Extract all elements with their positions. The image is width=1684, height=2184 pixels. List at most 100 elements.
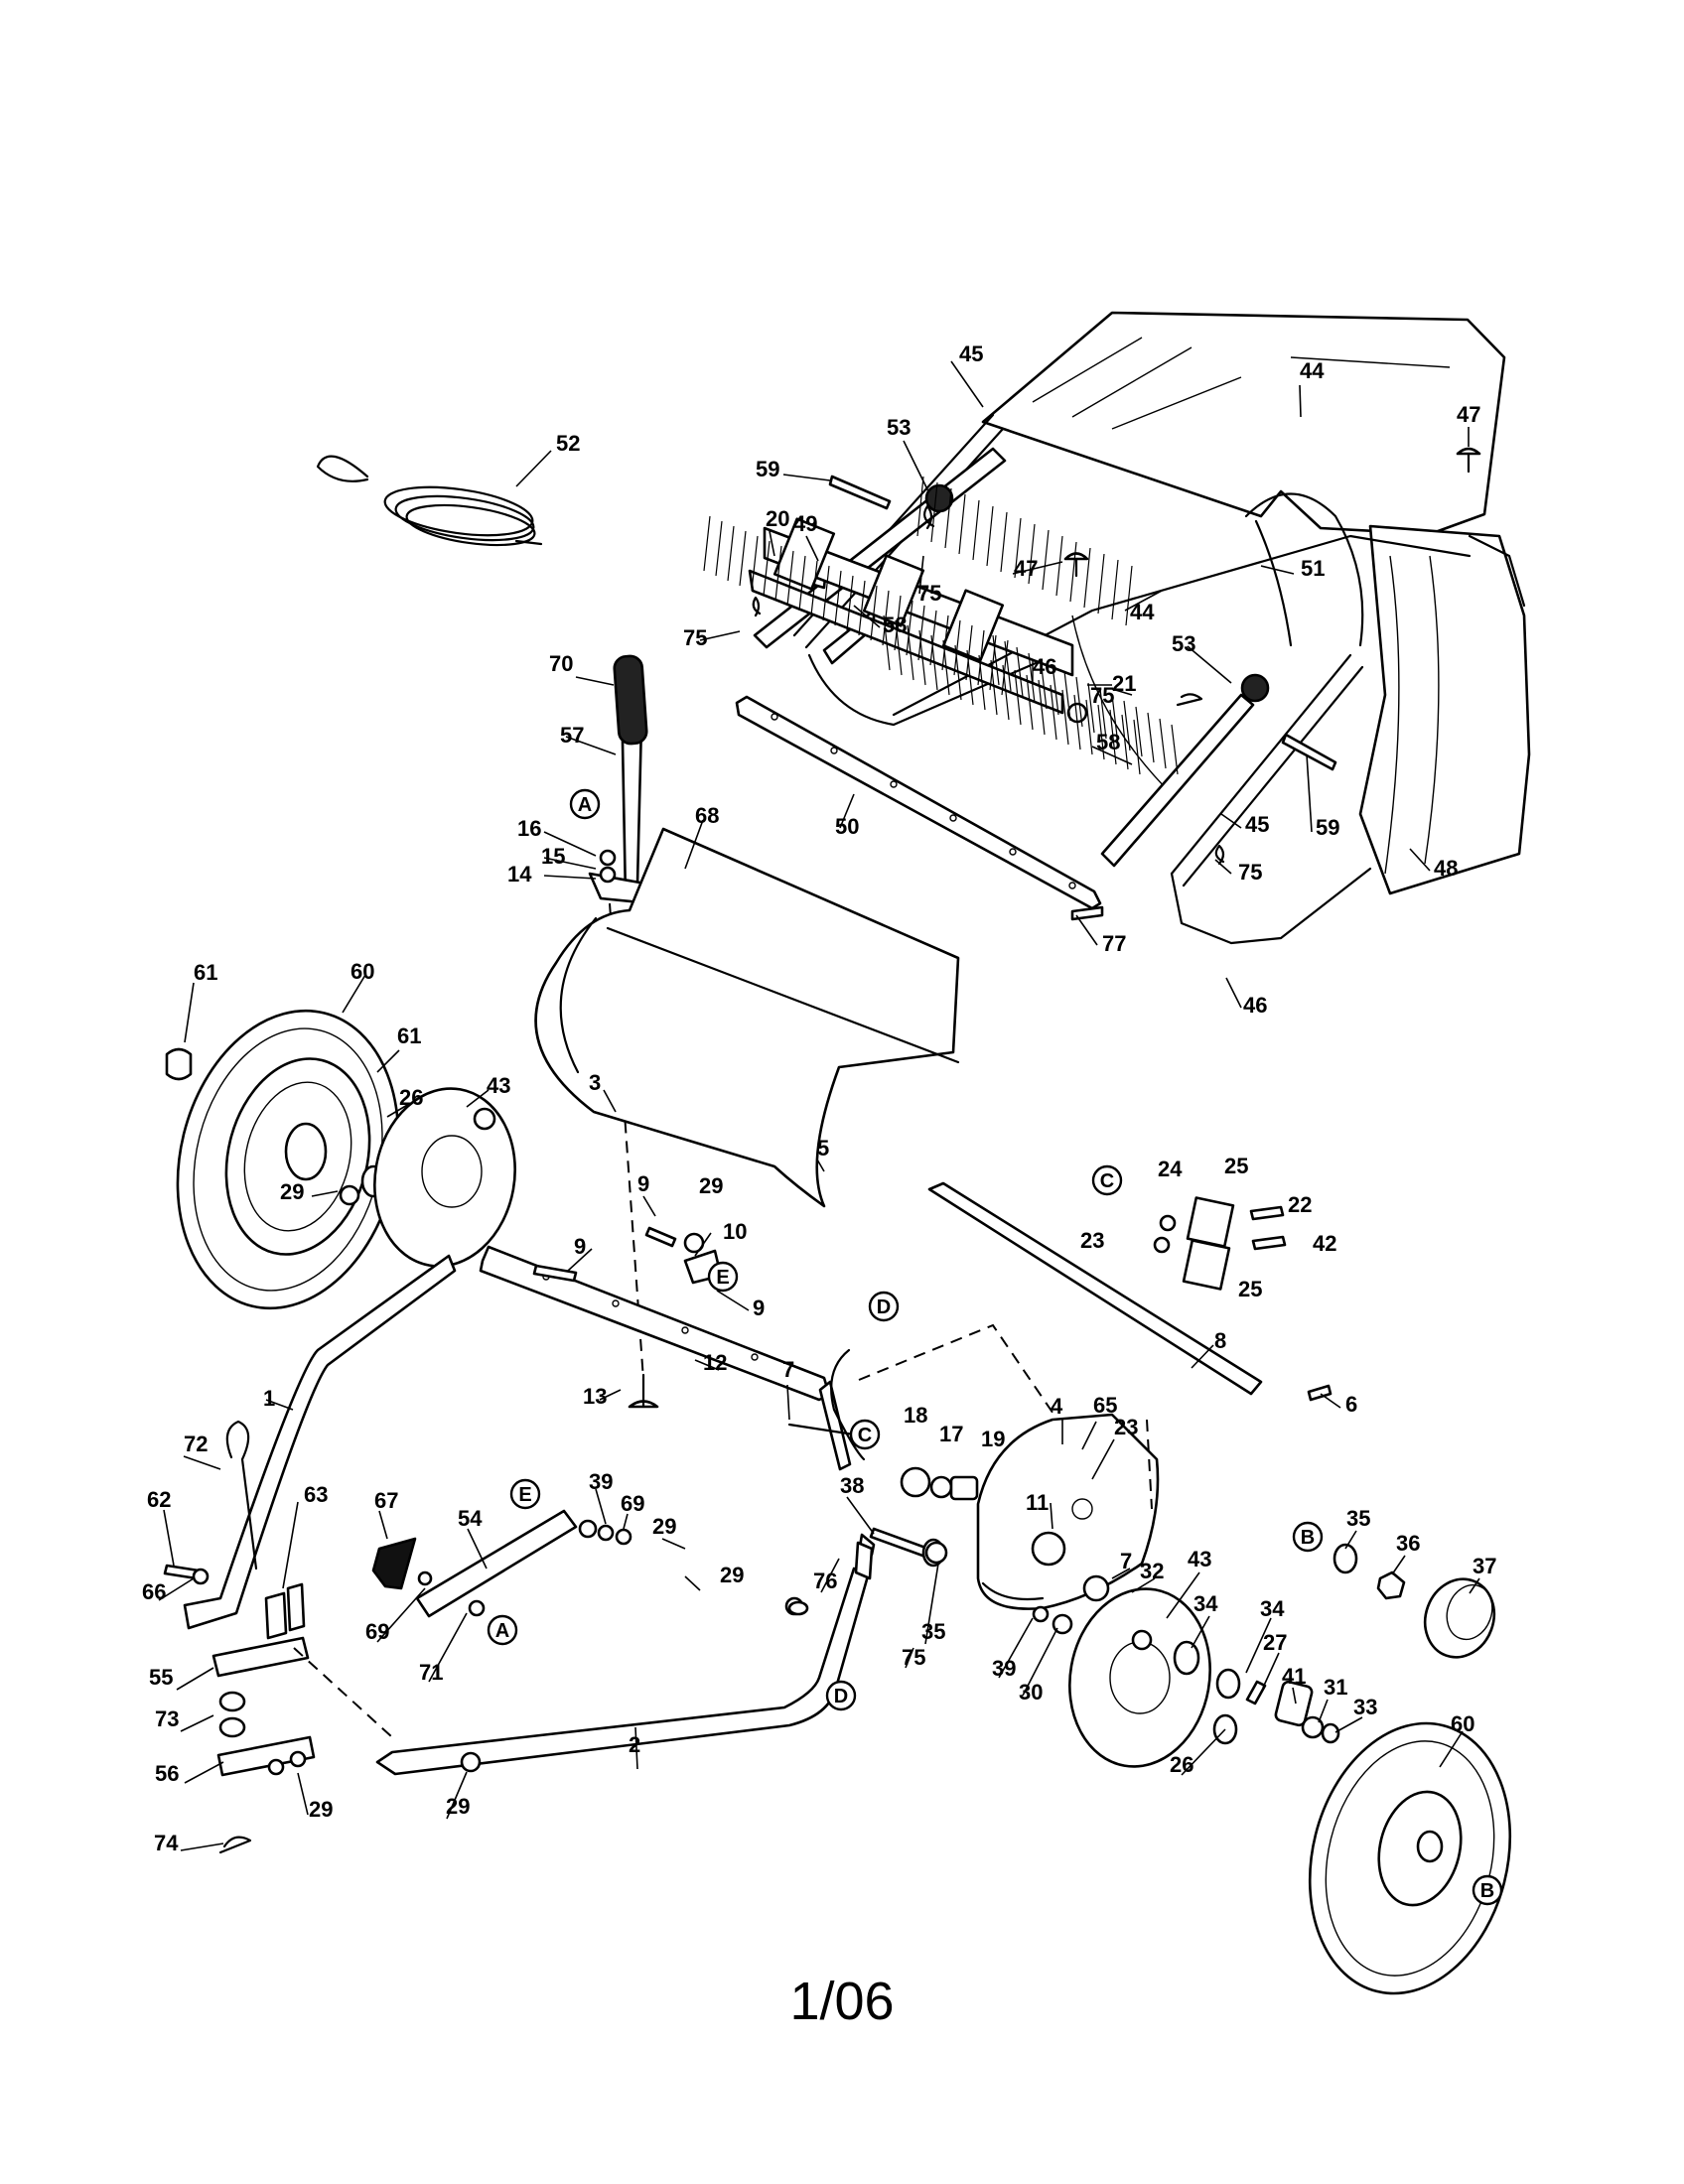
leader-line — [1245, 1617, 1272, 1674]
part-label-5: 5 — [817, 1136, 829, 1160]
bristle — [1050, 684, 1057, 741]
part-label-75c: 75 — [1090, 683, 1114, 708]
bristle — [703, 515, 711, 572]
leader-line — [846, 1496, 875, 1535]
leader-line — [1306, 753, 1313, 833]
part-label-8: 8 — [1214, 1328, 1226, 1353]
bristle — [1028, 652, 1036, 704]
part-label-7b: 7 — [1120, 1549, 1132, 1573]
part-label-19: 19 — [981, 1427, 1005, 1451]
part-label-72: 72 — [184, 1432, 208, 1456]
bristle — [1075, 676, 1083, 728]
bristle — [930, 634, 938, 691]
part-label-39b: 39 — [992, 1656, 1016, 1681]
bristle — [942, 639, 950, 696]
leader-line — [376, 1587, 426, 1643]
part-label-15: 15 — [541, 844, 565, 869]
bristle — [941, 614, 949, 671]
leader-line — [1344, 1530, 1357, 1550]
bristle — [798, 555, 806, 612]
leader-line — [699, 630, 741, 641]
bristle — [1014, 669, 1022, 726]
leader-line — [694, 1359, 720, 1371]
part-label-46b: 46 — [1243, 993, 1267, 1018]
part-label-39a: 39 — [589, 1469, 613, 1494]
adjuster-link — [371, 1509, 632, 1618]
leader-line — [924, 1563, 939, 1645]
leader-line — [903, 440, 929, 492]
leader-line — [1166, 1571, 1200, 1619]
bristle — [1147, 712, 1155, 763]
leader-line — [163, 1509, 175, 1567]
part-label-31: 31 — [1324, 1675, 1347, 1700]
leader-line — [176, 1667, 214, 1691]
svg-text:B: B — [1480, 1880, 1494, 1902]
leader-line — [1022, 1627, 1058, 1697]
leader-line — [1191, 1615, 1210, 1649]
leader-line — [1260, 565, 1295, 575]
leader-line — [786, 1384, 790, 1421]
bristle — [786, 550, 794, 607]
bristle — [1125, 565, 1133, 626]
leader-line — [1091, 746, 1133, 765]
side-plate — [858, 1323, 1160, 1610]
leader-line — [1111, 688, 1133, 696]
part-label-30: 30 — [1019, 1680, 1043, 1705]
part-label-24: 24 — [1158, 1157, 1183, 1181]
bristle — [1171, 724, 1179, 775]
part-label-23b: 23 — [1114, 1415, 1138, 1439]
leader-line — [1111, 1568, 1131, 1579]
part-label-77: 77 — [1102, 931, 1126, 956]
bristle — [894, 595, 902, 651]
part-label-73: 73 — [155, 1706, 179, 1731]
part-label-45b: 45 — [1245, 812, 1269, 837]
bristle — [972, 499, 980, 561]
svg-text:E: E — [716, 1267, 729, 1289]
leader-line — [567, 1248, 593, 1272]
bristle — [727, 525, 735, 582]
bristle — [822, 565, 830, 621]
callout-ref-c-5: C — [1091, 1164, 1123, 1196]
bristle — [1123, 700, 1131, 751]
bristle — [990, 659, 998, 716]
bristle — [1109, 709, 1117, 765]
part-label-25a: 25 — [1224, 1154, 1248, 1178]
leader-line — [543, 831, 597, 857]
part-label-47b: 47 — [1014, 556, 1038, 581]
leader-line — [282, 1501, 299, 1589]
leader-line — [376, 1049, 400, 1073]
sweeper-housing — [479, 827, 960, 1471]
leader-line — [515, 450, 552, 487]
tow-rope — [316, 455, 543, 547]
part-label-69a: 69 — [621, 1491, 644, 1516]
bristle — [1052, 664, 1059, 716]
bristle — [1111, 559, 1119, 620]
leader-line — [1091, 1438, 1115, 1480]
leader-line — [684, 1575, 701, 1591]
part-label-59b: 59 — [1316, 815, 1339, 840]
part-label-48: 48 — [1434, 856, 1458, 881]
part-label-54: 54 — [458, 1506, 483, 1531]
part-label-44a: 44 — [1300, 358, 1325, 383]
part-label-74: 74 — [154, 1831, 179, 1855]
leader-line — [428, 1612, 468, 1683]
leader-line — [467, 1528, 488, 1570]
part-label-61a: 61 — [194, 960, 217, 985]
part-label-36: 36 — [1396, 1531, 1420, 1556]
part-label-29e: 29 — [309, 1797, 333, 1822]
bristle — [1083, 547, 1091, 609]
part-label-37: 37 — [1473, 1554, 1496, 1578]
bristle — [1014, 517, 1022, 579]
bristle — [751, 535, 759, 592]
leader-line — [184, 1761, 224, 1784]
leader-line — [1262, 1652, 1280, 1689]
leader-line — [543, 857, 597, 870]
part-label-29a: 29 — [280, 1179, 304, 1204]
leader-line — [1187, 645, 1232, 684]
bristle — [1002, 664, 1010, 721]
leader-line — [183, 1455, 221, 1470]
rail-holes — [771, 713, 1076, 889]
bristle — [858, 580, 866, 636]
